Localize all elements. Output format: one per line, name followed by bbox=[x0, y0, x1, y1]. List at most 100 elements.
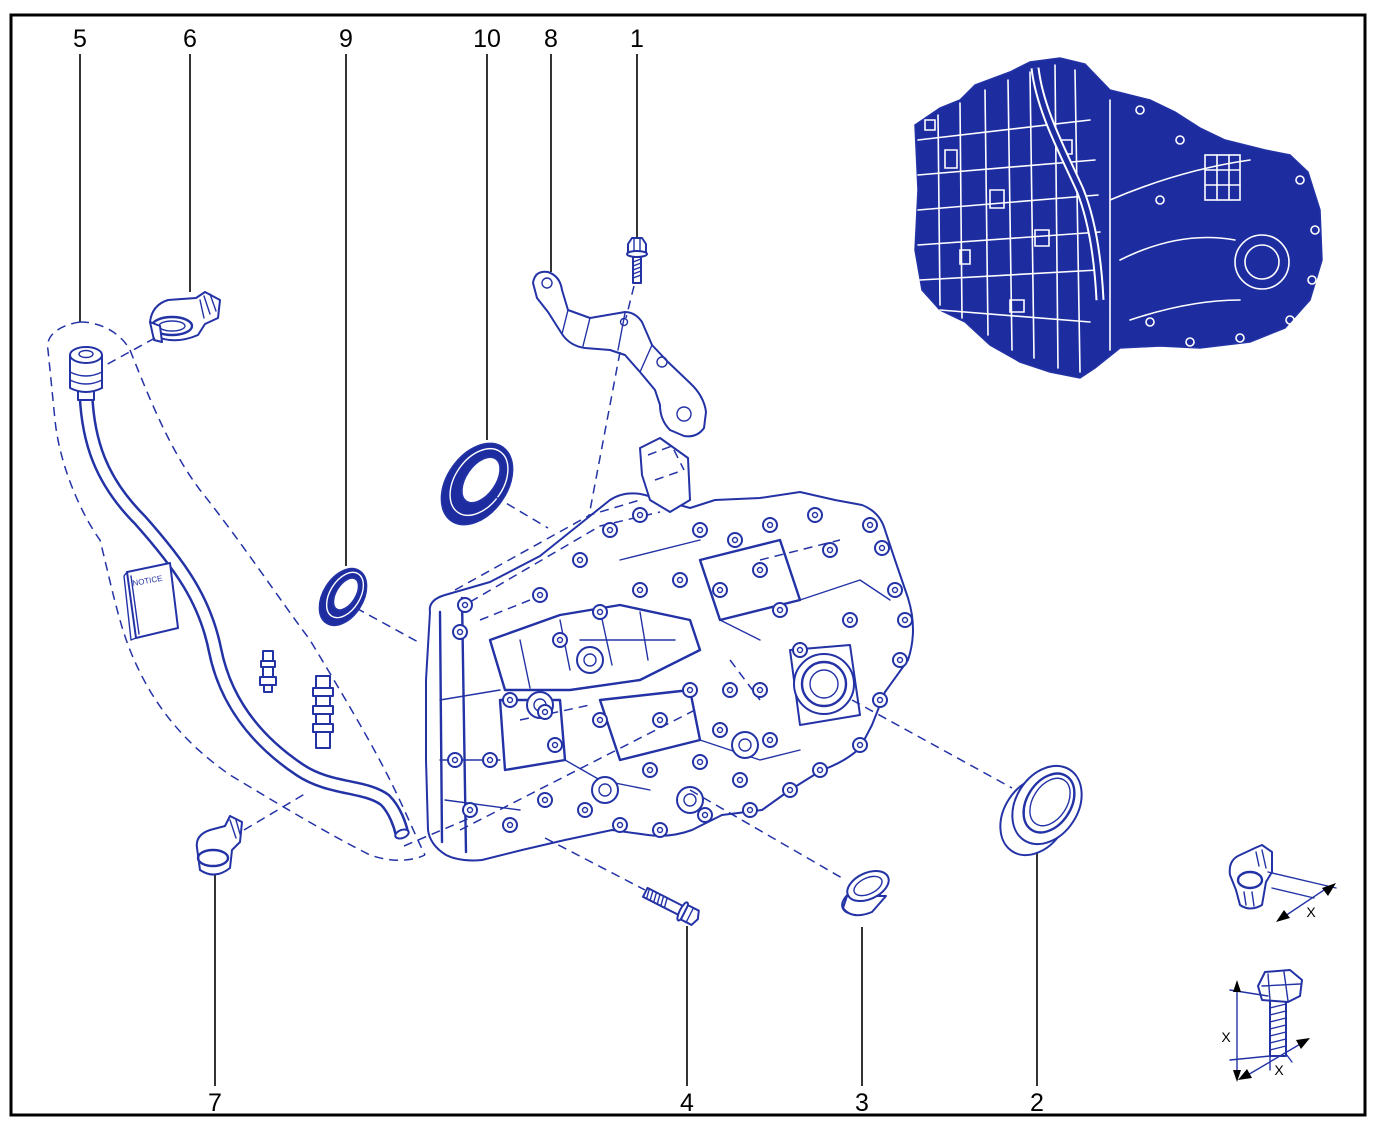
inset-bolt-threads bbox=[1269, 1003, 1287, 1051]
dimension-arrow bbox=[1296, 1038, 1310, 1049]
part-5-breather-hose bbox=[46, 321, 426, 861]
callout-9: 9 bbox=[339, 25, 353, 53]
bolt-head-flats bbox=[633, 238, 641, 253]
housing-boss-center bbox=[583, 653, 597, 667]
callout-6: 6 bbox=[183, 25, 197, 53]
housing-outline bbox=[425, 491, 914, 862]
overview-bolt bbox=[1285, 315, 1295, 325]
housing-bolt-center bbox=[701, 811, 709, 819]
housing-bolt bbox=[697, 807, 713, 823]
housing-bolt-center bbox=[506, 821, 514, 829]
housing-bolt bbox=[897, 612, 913, 628]
hose-fitting-small-detail bbox=[259, 676, 277, 686]
bolt-4-body bbox=[641, 886, 700, 926]
callouts-top: 5 6 9 10 8 1 bbox=[73, 25, 644, 566]
overview-bolt bbox=[1185, 337, 1195, 347]
housing-bolt bbox=[547, 737, 563, 753]
housing-bolt-center bbox=[716, 726, 724, 734]
housing-bolt-center bbox=[816, 766, 824, 774]
transmission-housing bbox=[403, 437, 914, 862]
inset-clamp-dimension-line bbox=[1281, 885, 1331, 919]
seal-front-face bbox=[1011, 764, 1083, 846]
bracket-hole bbox=[619, 317, 629, 327]
housing-bolt bbox=[812, 762, 828, 778]
cup-opening bbox=[853, 875, 883, 897]
housing-bolt bbox=[722, 682, 738, 698]
housing-bolt-center bbox=[796, 646, 804, 654]
housing-bolt bbox=[502, 692, 518, 708]
assembly-overview-image bbox=[914, 57, 1323, 379]
housing-bolt bbox=[502, 817, 518, 833]
booklet-cover bbox=[126, 562, 179, 639]
housing-hidden-lines bbox=[479, 539, 841, 721]
housing-bolt-center bbox=[686, 686, 694, 694]
diagram-frame bbox=[9, 13, 1367, 1117]
inset-bolt-dimension: X X bbox=[1221, 969, 1310, 1082]
housing-bolt-center bbox=[636, 586, 644, 594]
overview-detail-lines bbox=[917, 64, 1101, 373]
housing-bearing-bore-ring bbox=[800, 660, 848, 708]
housing-bolt bbox=[887, 582, 903, 598]
clamp-7-assembly-line bbox=[243, 791, 309, 831]
seal-2-assembly-line bbox=[851, 699, 1013, 789]
housing-bolt bbox=[762, 517, 778, 533]
housing-bearing-bore-inner bbox=[809, 669, 839, 699]
overview-bolt bbox=[1135, 105, 1145, 115]
hose-cap-vent bbox=[78, 349, 94, 359]
hose-fitting-large-detail bbox=[315, 713, 331, 725]
housing-bolt bbox=[892, 652, 908, 668]
inset-clamp-ridges bbox=[1243, 849, 1267, 907]
bracket-hole bbox=[541, 277, 553, 289]
housing-sensor-detail bbox=[647, 445, 685, 481]
housing-bolt bbox=[602, 522, 618, 538]
housing-bolt bbox=[652, 712, 668, 728]
housing-bolt-center bbox=[581, 806, 589, 814]
overview-silhouette bbox=[914, 57, 1323, 379]
housing-boss-center bbox=[683, 793, 697, 807]
inset-clamp-extension-lines bbox=[1267, 871, 1337, 899]
hose-fitting-large-detail bbox=[312, 723, 334, 733]
housing-bolt-center bbox=[656, 826, 664, 834]
housing-bolt bbox=[752, 562, 768, 578]
clamp-ring bbox=[196, 848, 230, 868]
bolt-4-assembly-line bbox=[544, 837, 646, 891]
housing-bolt-center bbox=[596, 716, 604, 724]
seal-lip bbox=[449, 448, 509, 516]
seal-bore bbox=[1029, 777, 1071, 827]
housing-bolt bbox=[457, 597, 473, 613]
housing-bolt bbox=[772, 602, 788, 618]
overview-bell-bore-inner bbox=[1244, 244, 1280, 280]
housing-bolt bbox=[692, 754, 708, 770]
overview-bolt bbox=[1175, 135, 1185, 145]
overview-detail-boxes bbox=[924, 119, 1073, 313]
clamp-body bbox=[195, 815, 243, 876]
part-6-hose-clamp bbox=[103, 291, 221, 367]
housing-bolt bbox=[874, 540, 890, 556]
inset-clamp-ring bbox=[1236, 870, 1264, 890]
housing-bolt-center bbox=[616, 821, 624, 829]
overview-bolt bbox=[1145, 317, 1155, 327]
housing-bolt bbox=[692, 522, 708, 538]
bolt-1-assembly-line bbox=[625, 285, 635, 319]
overview-bell-bore bbox=[1234, 234, 1290, 290]
inset-clamp-dimension: X bbox=[1228, 844, 1337, 922]
housing-bolt-center bbox=[646, 766, 654, 774]
housing-bolt bbox=[537, 792, 553, 808]
hose-end bbox=[394, 828, 410, 840]
housing-bolt bbox=[727, 532, 743, 548]
housing-bolt-center bbox=[726, 686, 734, 694]
overview-bolt bbox=[1295, 175, 1305, 185]
housing-bolt bbox=[792, 642, 808, 658]
housing-bolt bbox=[537, 704, 553, 720]
housing-bolt-center bbox=[551, 741, 559, 749]
dimension-arrow bbox=[1276, 910, 1290, 922]
hose-fitting-large-detail bbox=[315, 675, 331, 689]
housing-bolt-center bbox=[756, 566, 764, 574]
overview-bolt bbox=[1235, 333, 1245, 343]
housing-bolt-center bbox=[636, 511, 644, 519]
housing-bolt bbox=[452, 624, 468, 640]
housing-bolt-center bbox=[696, 526, 704, 534]
bolt-threads bbox=[645, 888, 668, 909]
housing-shift-cover bbox=[488, 603, 702, 692]
housing-bolt-center bbox=[901, 616, 909, 624]
